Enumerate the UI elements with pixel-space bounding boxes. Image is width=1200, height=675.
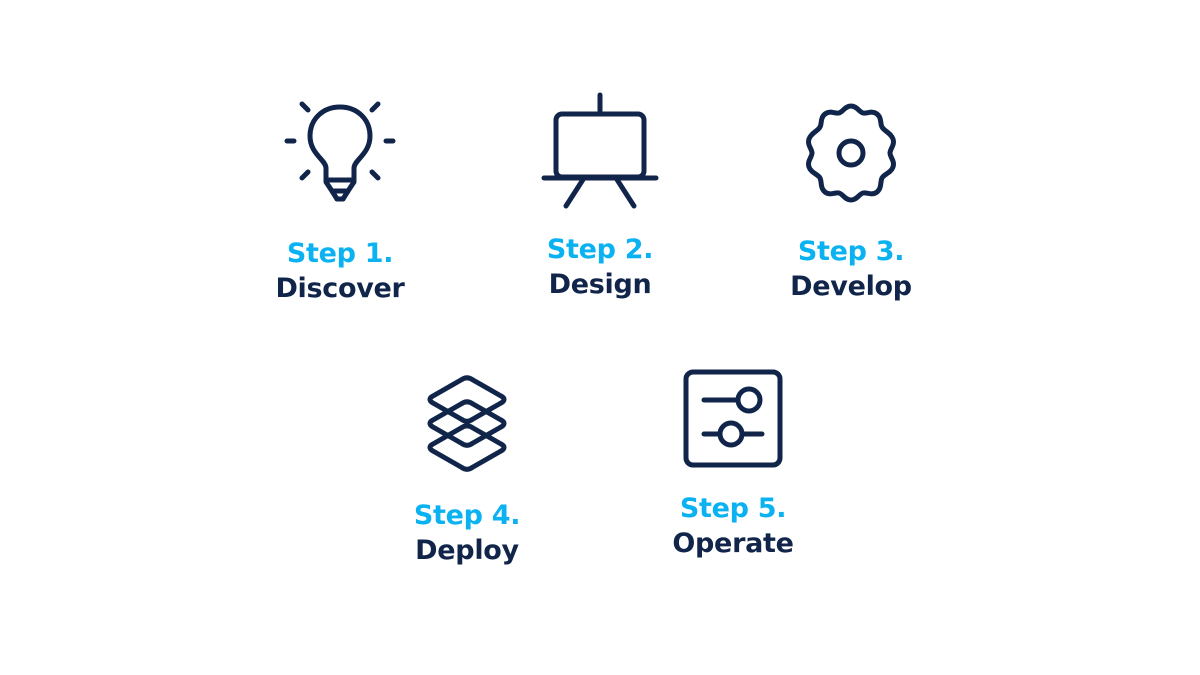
- step-number: Step 2.: [546, 234, 654, 265]
- step-number: Step 5.: [679, 493, 787, 524]
- step-deploy: Step 4. Deploy: [347, 358, 587, 569]
- step-name: Deploy: [415, 535, 519, 566]
- lightbulb-icon: [220, 96, 460, 206]
- gear-icon: [731, 96, 971, 206]
- step-develop: Step 3. Develop: [731, 96, 971, 305]
- step-operate: Step 5. Operate: [613, 358, 853, 562]
- step-number: Step 4.: [413, 500, 521, 531]
- step-name: Operate: [672, 528, 794, 559]
- step-name: Discover: [275, 273, 405, 304]
- step-design: Step 2. Design: [480, 92, 720, 303]
- step-number: Step 1.: [286, 238, 394, 269]
- step-number: Step 3.: [797, 236, 905, 267]
- layers-icon: [347, 358, 587, 474]
- sliders-icon: [613, 358, 853, 470]
- easel-icon: [480, 92, 720, 210]
- step-name: Design: [548, 269, 652, 300]
- step-discover: Step 1. Discover: [220, 96, 460, 307]
- step-name: Develop: [790, 271, 912, 302]
